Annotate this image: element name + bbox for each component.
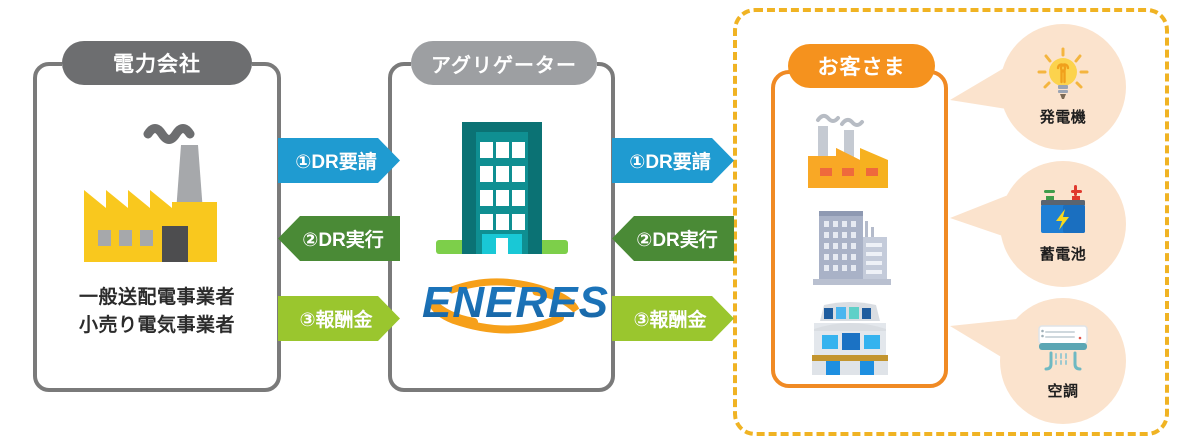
flow-arrow-left-dr-request: ①DR要請 <box>278 138 400 183</box>
factory-icon <box>798 108 902 196</box>
panel-utility-caption-line-1: 一般送配電事業者 <box>78 287 235 308</box>
flow-arrow-right-dr-request-label: ①DR要請 <box>629 152 711 173</box>
flow-arrow-right-dr-execute-label: ②DR実行 <box>636 230 718 251</box>
battery-icon <box>1034 184 1092 239</box>
resource-bubble-aircon: 空調 <box>1000 298 1126 424</box>
panel-utility-caption-line-2: 小売り電気事業者 <box>78 314 235 336</box>
panel-utility-caption: 一般送配電事業者 小売り電気事業者 <box>40 284 274 339</box>
customer-group-dashed-boundary <box>733 8 1169 436</box>
panel-customer-title-pill: お客さま <box>788 44 935 88</box>
air-conditioner-icon <box>1034 322 1092 376</box>
resource-bubble-battery-label: 蓄電池 <box>1039 245 1087 263</box>
office-tower-icon <box>803 203 899 289</box>
panel-utility <box>33 62 281 392</box>
resource-bubble-aircon-label: 空調 <box>1047 382 1079 400</box>
panel-aggregator-title-pill: アグリゲーター <box>411 41 597 85</box>
office-building-icon <box>420 110 584 260</box>
flow-arrow-left-dr-execute: ②DR実行 <box>278 216 400 261</box>
panel-utility-title: 電力会社 <box>113 53 201 76</box>
flow-arrow-left-dr-request-label: ①DR要請 <box>295 152 377 173</box>
flow-arrow-left-reward: ③報酬金 <box>278 296 400 341</box>
flow-arrow-left-dr-execute-label: ②DR実行 <box>302 230 384 251</box>
panel-utility-title-pill: 電力会社 <box>62 41 252 85</box>
eneres-logo-text: ENERES <box>422 278 609 327</box>
flow-arrow-right-reward-label: ③報酬金 <box>633 310 707 331</box>
eneres-logo: ENERES <box>408 268 608 342</box>
commercial-building-icon <box>800 297 900 379</box>
panel-aggregator-title: アグリゲーター <box>431 54 577 77</box>
flow-arrow-right-dr-request: ①DR要請 <box>612 138 734 183</box>
resource-bubble-generator: 発電機 <box>1000 24 1126 150</box>
lightbulb-icon <box>1034 47 1092 102</box>
resource-bubble-battery: 蓄電池 <box>1000 161 1126 287</box>
power-plant-icon <box>62 112 252 270</box>
flow-arrow-left-reward-label: ③報酬金 <box>299 310 373 331</box>
resource-bubble-generator-label: 発電機 <box>1039 108 1087 126</box>
flow-arrow-right-dr-execute: ②DR実行 <box>612 216 734 261</box>
flow-arrow-right-reward: ③報酬金 <box>612 296 734 341</box>
panel-customer-title: お客さま <box>817 56 906 79</box>
